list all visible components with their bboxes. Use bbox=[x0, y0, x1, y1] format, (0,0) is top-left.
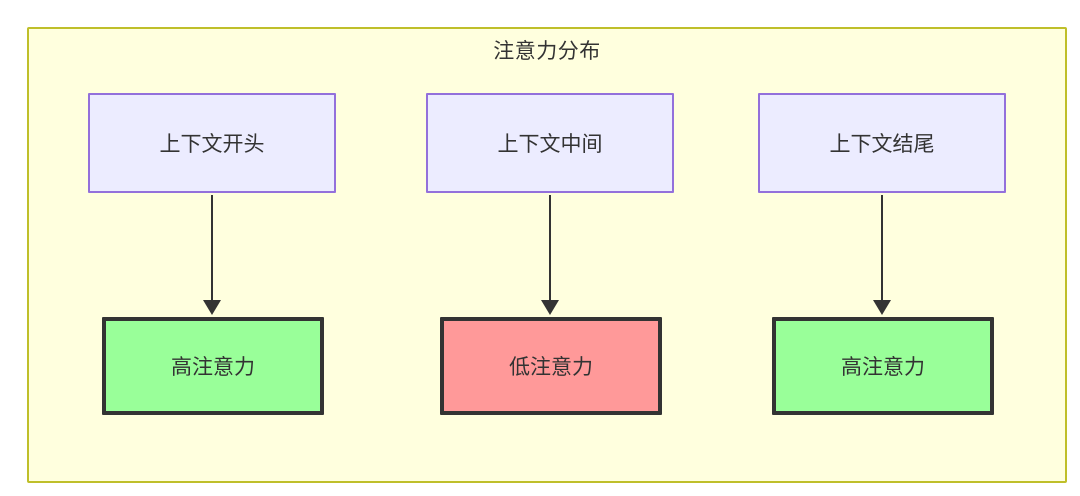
arrowhead-icon bbox=[203, 300, 221, 315]
node-label: 上下文开头 bbox=[159, 133, 265, 156]
node-high-attention-end[interactable]: 高注意力 bbox=[772, 317, 994, 415]
arrowhead-icon bbox=[541, 300, 559, 315]
node-label: 高注意力 bbox=[171, 356, 255, 379]
node-label: 上下文中间 bbox=[497, 133, 603, 156]
subgraph-title: 注意力分布 bbox=[493, 40, 601, 63]
node-context-middle[interactable]: 上下文中间 bbox=[426, 93, 674, 193]
node-context-start[interactable]: 上下文开头 bbox=[88, 93, 336, 193]
node-context-end[interactable]: 上下文结尾 bbox=[758, 93, 1006, 193]
edge-line-end-to-high bbox=[881, 195, 883, 305]
node-label: 高注意力 bbox=[841, 356, 925, 379]
node-label: 上下文结尾 bbox=[829, 133, 935, 156]
node-low-attention-middle[interactable]: 低注意力 bbox=[440, 317, 662, 415]
node-high-attention-start[interactable]: 高注意力 bbox=[102, 317, 324, 415]
arrowhead-icon bbox=[873, 300, 891, 315]
edge-line-middle-to-low bbox=[549, 195, 551, 305]
edge-line-start-to-high bbox=[211, 195, 213, 305]
node-label: 低注意力 bbox=[509, 356, 593, 379]
